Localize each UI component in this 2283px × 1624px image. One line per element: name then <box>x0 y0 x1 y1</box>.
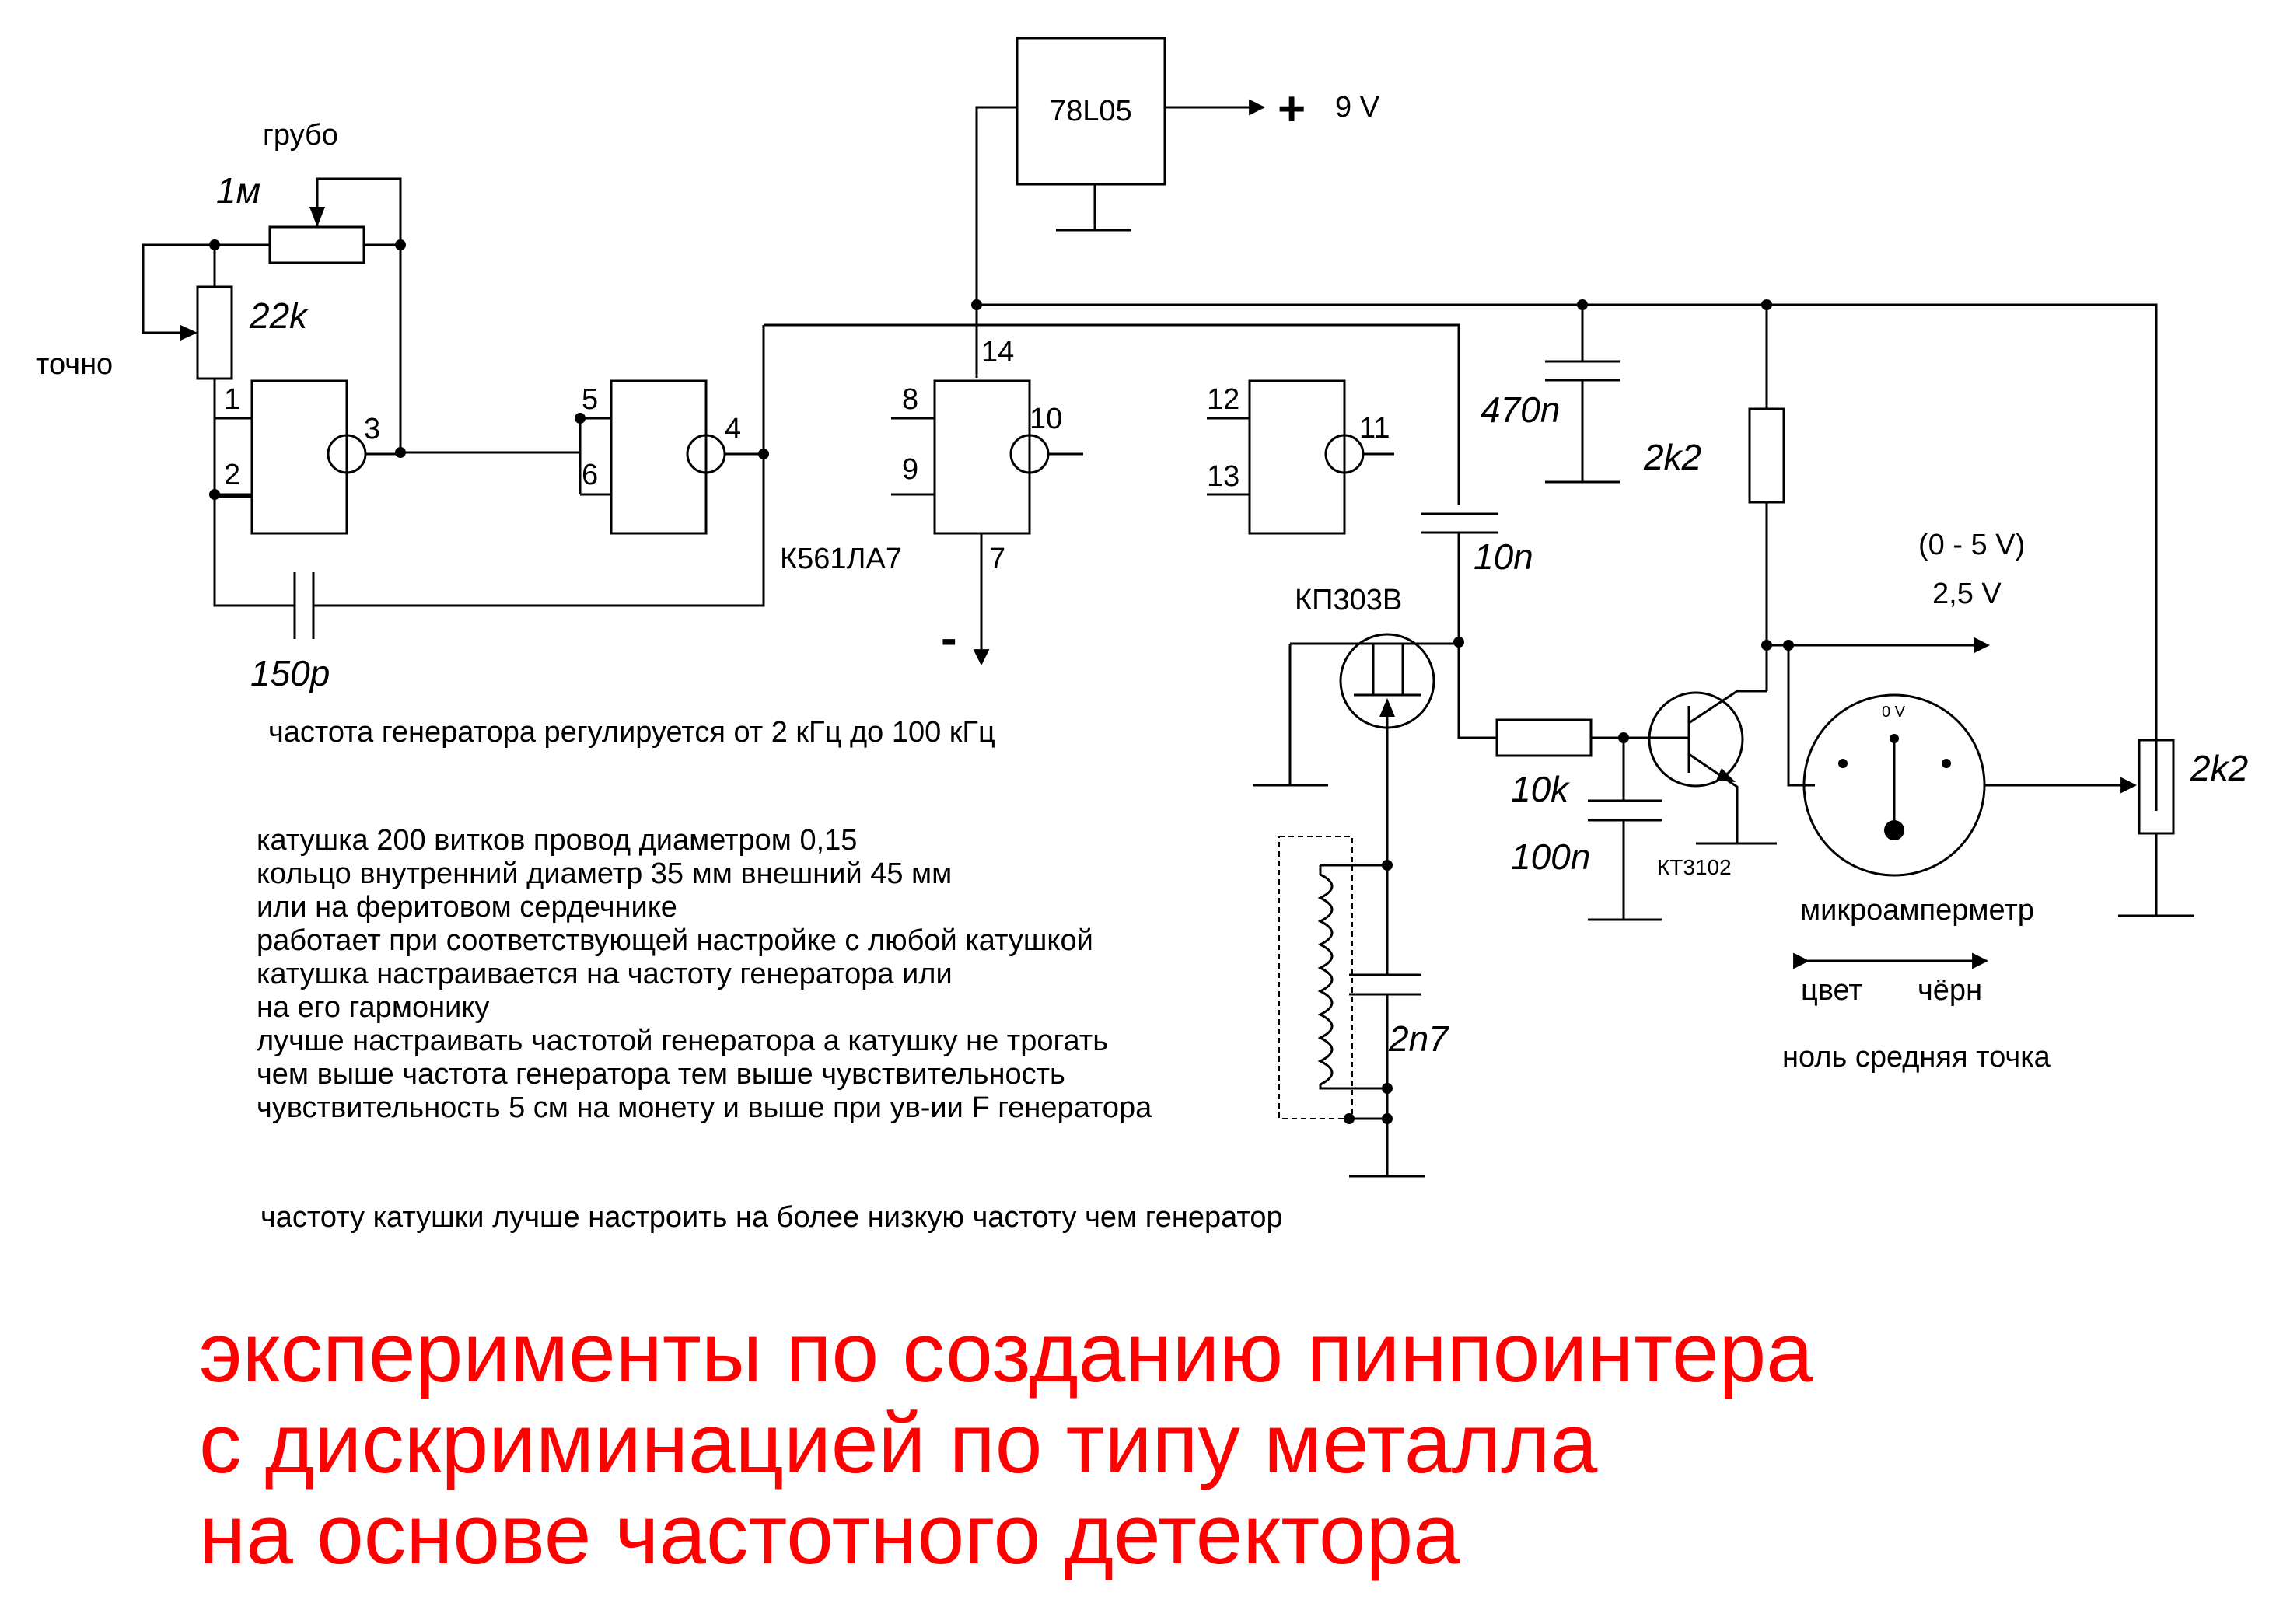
coarse-pot <box>268 225 365 264</box>
pin2-label: 2 <box>224 459 240 491</box>
pin7-label: 7 <box>989 543 1005 575</box>
meter-right-mark <box>1942 759 1951 768</box>
decoupling-capacitor <box>1545 305 1620 484</box>
chip-name: К561ЛА7 <box>780 543 902 575</box>
note-line: или на феритовом сердечнике <box>257 891 677 924</box>
fine-pot <box>196 285 233 380</box>
note-line: на его гармонику <box>257 991 490 1024</box>
regulator-ground <box>1056 184 1131 232</box>
supply-minus-sign: - <box>941 612 957 665</box>
transistor-leads <box>1687 690 1777 845</box>
pin1-label: 1 <box>224 383 240 416</box>
meter-center-mark <box>1890 734 1899 743</box>
gate2-body <box>610 379 708 535</box>
pin13-label: 13 <box>1207 460 1239 493</box>
supply-voltage-label: 9 V <box>1335 91 1380 124</box>
decoupling-capacitor-value: 470n <box>1481 389 1560 430</box>
pin9-label: 9 <box>902 453 918 486</box>
fine-value: 22k <box>249 295 309 336</box>
gate4-body <box>1248 379 1346 535</box>
timing-capacitor <box>293 572 315 639</box>
page-title: эксперименты по созданию пинпоинтера с д… <box>199 1308 1813 1580</box>
note-line: катушка 200 витков провод диаметром 0,15 <box>257 824 858 857</box>
gate4-pins <box>1207 417 1394 496</box>
pin3-label: 3 <box>364 413 380 445</box>
transistor-body <box>1648 691 1744 788</box>
fine-wiper-arrow <box>180 325 198 341</box>
regulator-box <box>1016 37 1166 186</box>
supply-plus-sign: + <box>1278 82 1306 136</box>
title-line-3: на основе частотного детектора <box>199 1487 1460 1582</box>
output-mid-label: 2,5 V <box>1932 578 2002 610</box>
gate1-body <box>250 379 348 535</box>
pin11-label: 11 <box>1359 412 1390 445</box>
supply-rail-branch <box>764 323 1460 505</box>
regulator-input-wire <box>975 106 1017 305</box>
pin12-label: 12 <box>1207 383 1239 416</box>
pin4-label: 4 <box>725 413 741 445</box>
coarse-right-wire <box>399 245 580 454</box>
meter-note: ноль средняя точка <box>1782 1041 2051 1074</box>
fet-drain-wire <box>1457 642 1497 739</box>
meter-left-mark <box>1838 759 1848 768</box>
timing-capacitor-value: 150p <box>250 653 330 693</box>
base-resistor-value: 10k <box>1511 769 1570 809</box>
meter-needle-pivot <box>1884 820 1904 840</box>
meter-left-wire <box>1787 645 1815 787</box>
note-line: кольцо внутренний диаметр 35 мм внешний … <box>257 857 953 890</box>
meter-left-label: цвет <box>1801 974 1862 1007</box>
coil-shield <box>1278 836 1353 1119</box>
supply-rail <box>977 303 2158 811</box>
junction-dots <box>209 239 1794 1124</box>
meter-name: микроамперметр <box>1800 894 2034 927</box>
meter-right-label: чёрн <box>1918 974 1982 1007</box>
regulator-label: 78L05 <box>1050 95 1132 127</box>
coupling-capacitor <box>1421 512 1498 642</box>
fet-gate-arrow <box>1379 698 1395 717</box>
fet-gate-wire <box>1349 717 1421 1174</box>
collector-resistor <box>1748 407 1785 504</box>
base-capacitor-value: 100n <box>1511 836 1590 877</box>
base-resistor <box>1495 718 1593 757</box>
pin10-label: 10 <box>1030 403 1062 435</box>
gate3-body <box>933 379 1031 535</box>
transistor-label: КТ3102 <box>1657 855 1732 879</box>
trim-resistor-ground <box>2118 833 2194 917</box>
note-line: работает при соответствующей настройке с… <box>257 924 1093 957</box>
pin14-label: 14 <box>981 336 1014 368</box>
title-line-1: эксперименты по созданию пинпоинтера <box>199 1305 1813 1400</box>
note-line: чувствительность 5 см на монету и выше п… <box>257 1091 1152 1124</box>
coarse-pot-wiper <box>215 177 402 246</box>
fine-label: точно <box>36 348 113 381</box>
note-line: лучше настраивать частотой генератора а … <box>257 1025 1108 1057</box>
fet-channel <box>1253 642 1459 787</box>
gate3-pins <box>891 417 1083 496</box>
note-line: катушка настраивается на частоту генерат… <box>257 958 953 990</box>
meter-zero-label: 0 V <box>1882 704 1906 721</box>
note-line: чем выше частота генератора тем выше чув… <box>257 1058 1065 1091</box>
output-range-label: (0 - 5 V) <box>1918 529 2025 561</box>
coil-notes: катушка 200 витков провод диаметром 0,15… <box>257 824 1152 1125</box>
pin6-label: 6 <box>582 459 598 491</box>
frequency-range-note: частота генератора регулируется от 2 кГц… <box>268 716 995 749</box>
coil-capacitor-value: 2n7 <box>1388 1018 1449 1059</box>
title-line-2: с дискриминацией по типу металла <box>199 1396 1598 1491</box>
collector-resistor-value: 2k2 <box>1643 437 1701 477</box>
coarse-label: грубо <box>263 119 338 152</box>
fet-label: КП303В <box>1295 584 1402 616</box>
coarse-value: 1м <box>216 170 260 211</box>
base-capacitor <box>1588 738 1662 921</box>
coupling-capacitor-value: 10n <box>1474 536 1533 577</box>
feedback-wire <box>213 454 765 607</box>
trim-resistor-value: 2k2 <box>2190 748 2248 788</box>
transistor-emitter-arrow <box>1716 768 1736 782</box>
coarse-wiper-arrow <box>309 207 325 227</box>
coil-winding <box>1317 864 1425 1178</box>
pin5-label: 5 <box>582 383 598 416</box>
pin8-label: 8 <box>902 383 918 416</box>
coil-tuning-note: частоту катушки лучше настроить на более… <box>260 1201 1283 1234</box>
